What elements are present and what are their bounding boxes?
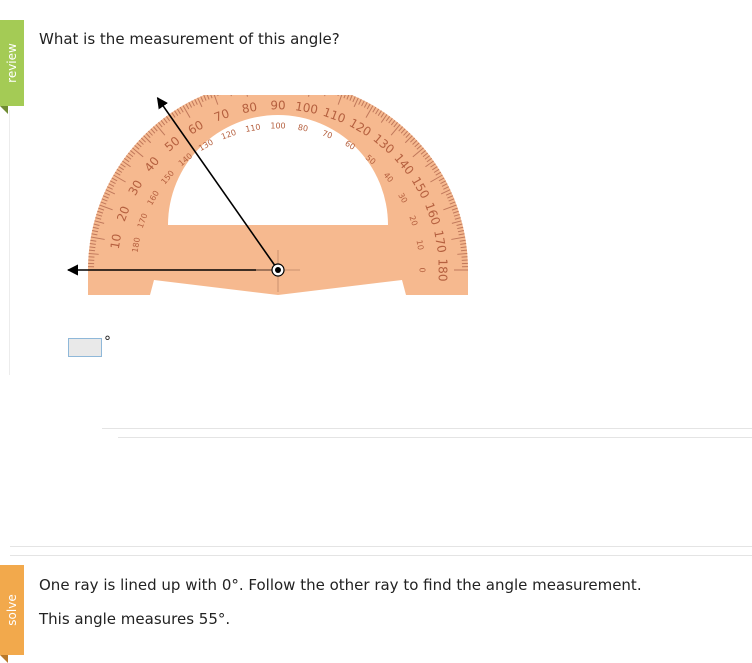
solution-divider xyxy=(10,555,752,556)
outer-label: 180 xyxy=(436,259,450,282)
review-tab-label: review xyxy=(5,43,19,83)
divider-1 xyxy=(102,428,752,429)
inner-label: 100 xyxy=(270,122,285,131)
vertex-dot xyxy=(275,267,281,273)
outer-label: 10 xyxy=(108,233,124,250)
solution-divider-top xyxy=(10,546,752,547)
review-tab[interactable]: review xyxy=(0,20,24,106)
solve-tab-label: solve xyxy=(5,594,19,625)
tick xyxy=(89,250,95,251)
solution-line-1: One ray is lined up with 0°. Follow the … xyxy=(39,576,642,594)
inner-label: 10 xyxy=(414,239,425,251)
degree-symbol: ° xyxy=(104,334,111,350)
divider-2 xyxy=(118,437,752,438)
question-text: What is the measurement of this angle? xyxy=(39,30,340,48)
inner-label: 0 xyxy=(418,267,427,272)
solve-tab[interactable]: solve xyxy=(0,565,24,655)
tick xyxy=(461,250,467,251)
solution-line-2: This angle measures 55°. xyxy=(39,610,230,628)
answer-input[interactable] xyxy=(68,338,102,357)
inner-label: 80 xyxy=(297,123,309,134)
outer-label: 90 xyxy=(270,99,285,113)
outer-label: 80 xyxy=(241,100,258,116)
review-side-line xyxy=(9,110,10,375)
